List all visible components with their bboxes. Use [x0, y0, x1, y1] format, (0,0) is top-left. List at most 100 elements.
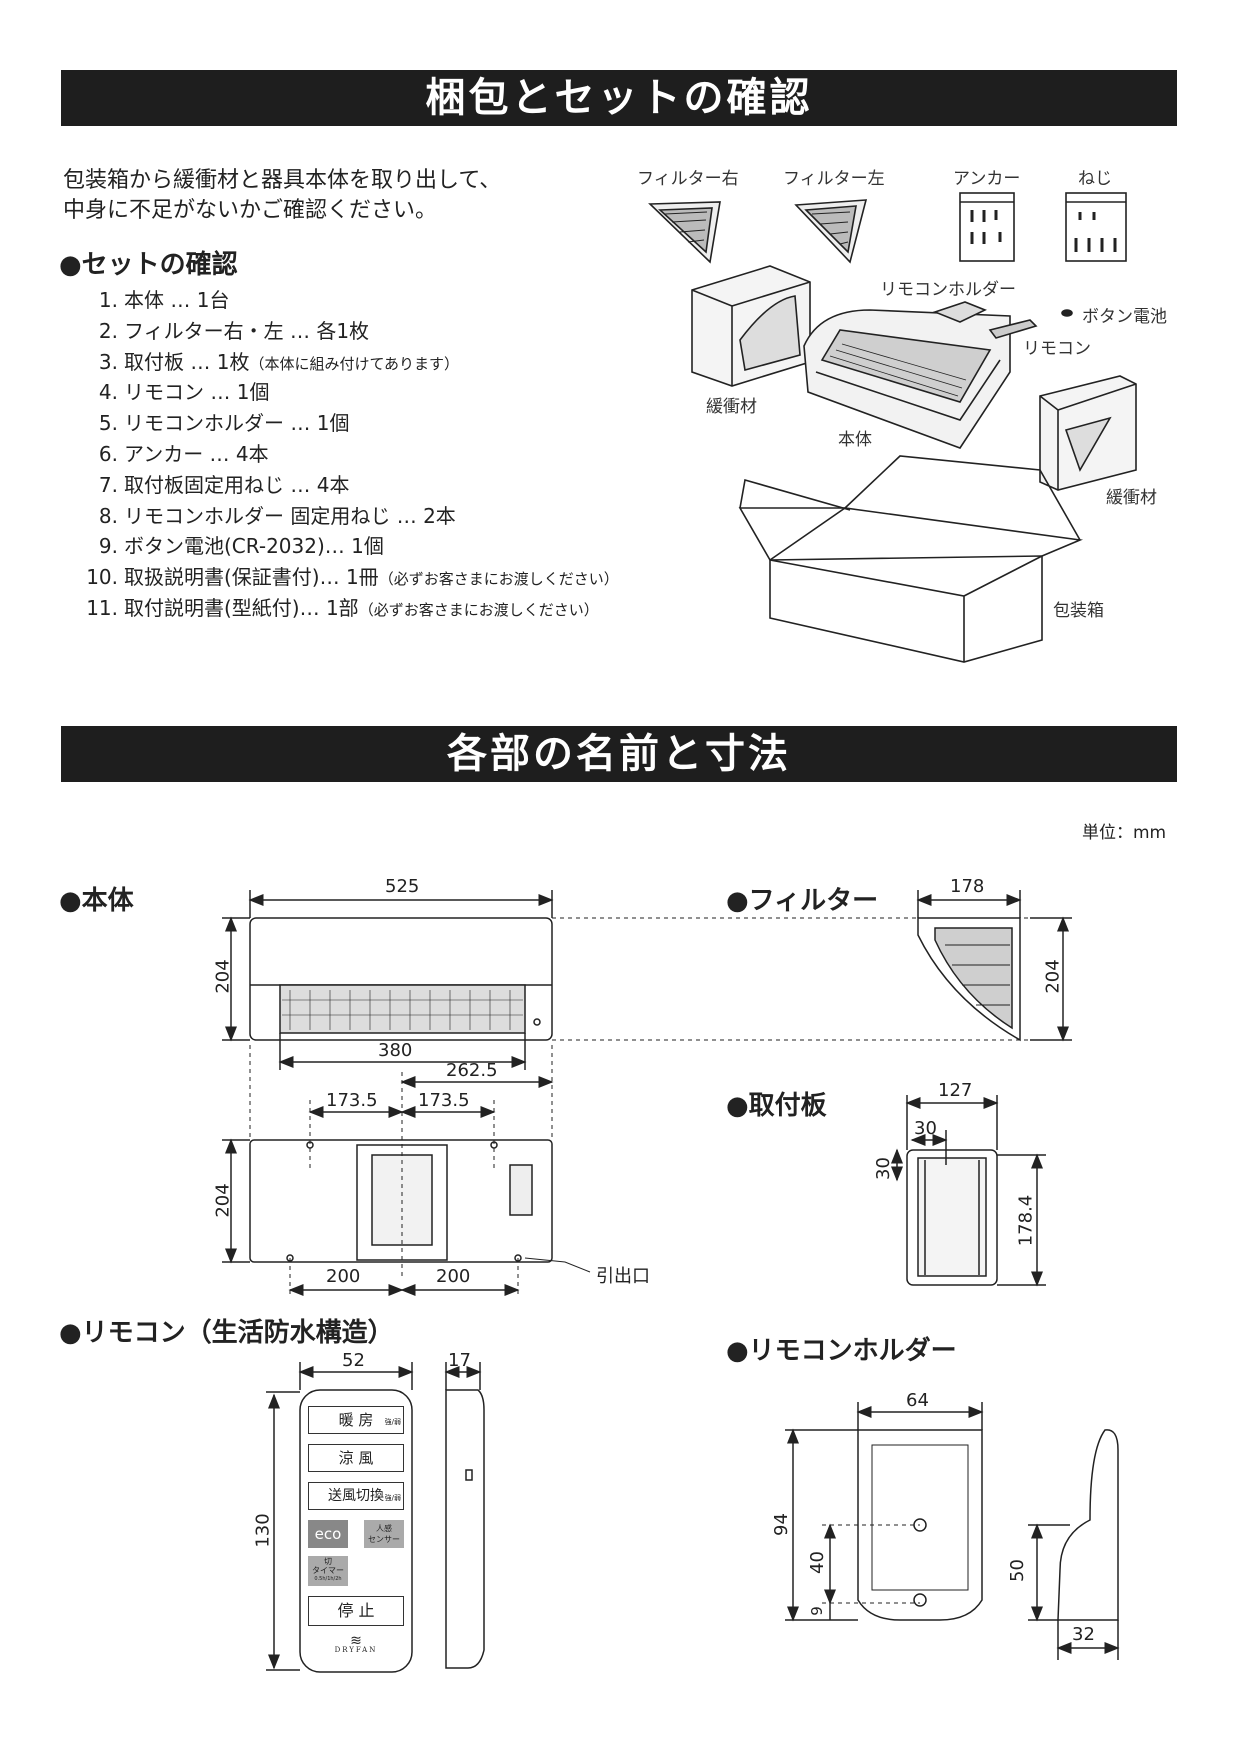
remote-small-drawing [988, 319, 1038, 339]
cushion-right-drawing [1039, 375, 1137, 491]
intro-text: 包装箱から緩衝材と器具本体を取り出して、 中身に不足がないかご確認ください。 [63, 166, 501, 226]
label-battery: ボタン電池 [1082, 307, 1167, 327]
contents-item-text: アンカー … 4本 [124, 441, 269, 466]
dim-173-5-left: 173.5 [326, 1090, 378, 1111]
contents-item-number: 1. [98, 288, 118, 312]
dim-94: 94 [770, 1513, 792, 1536]
plate-drawing [906, 1149, 998, 1286]
contents-item-number: 6. [98, 441, 118, 466]
contents-item: 2.フィルター右・左 … 各1枚 [70, 317, 619, 348]
contents-item-text: リモコンホルダー 固定用ねじ … 2本 [124, 503, 456, 528]
filter-right-drawing [648, 201, 721, 264]
timer-line-3: 0.5h/1h/2h [314, 1576, 342, 1582]
body-heading: ●本体 [59, 886, 134, 916]
fan-button[interactable]: 送風切換 強/弱 [308, 1482, 404, 1510]
label-box: 包装箱 [1053, 601, 1104, 621]
contents-item-note: （必ずお客さまにお渡しください） [378, 570, 619, 589]
timer-button[interactable]: 切 タイマー 0.5h/1h/2h [308, 1556, 348, 1586]
label-filter-right: フィルター右 [637, 169, 739, 189]
heat-button-sub: 強/弱 [384, 1418, 401, 1426]
label-anchor: アンカー [953, 169, 1021, 189]
dim-178: 178 [950, 876, 985, 897]
dim-17: 17 [448, 1350, 471, 1371]
contents-item-text: フィルター右・左 … 各1枚 [124, 318, 370, 343]
contents-item-text: リモコン … 1個 [124, 380, 270, 405]
contents-item-text: 取付板 … 1枚 [124, 349, 250, 374]
body-front-drawing [249, 917, 553, 1041]
intro-line-1: 包装箱から緩衝材と器具本体を取り出して、 [63, 168, 502, 193]
label-filter-left: フィルター左 [783, 169, 885, 189]
dim-40: 40 [806, 1551, 828, 1574]
dim-130: 130 [252, 1513, 274, 1548]
contents-item-number: 8. [98, 503, 118, 528]
cool-button[interactable]: 涼 風 [308, 1444, 404, 1472]
contents-item-note: （本体に組み付けてあります） [249, 354, 460, 373]
brand-logo: DRYFAN [334, 1646, 378, 1654]
plate-heading: ●取付板 [726, 1091, 827, 1121]
holder-heading: ●リモコンホルダー [726, 1336, 957, 1366]
dim-204-filter: 204 [1042, 959, 1064, 994]
unit-label: 単位：mm [1082, 823, 1167, 843]
contents-item: 9.ボタン電池(CR-2032)… 1個 [70, 532, 619, 563]
dim-200-right: 200 [436, 1266, 471, 1287]
contents-item-number: 10. [86, 565, 118, 590]
label-cushion-left: 緩衝材 [706, 397, 757, 417]
contents-item: 8.リモコンホルダー 固定用ねじ … 2本 [70, 502, 619, 533]
sensor-button[interactable]: 人感 センサー [364, 1520, 404, 1548]
dim-525: 525 [385, 876, 420, 897]
filter-heading: ●フィルター [726, 886, 879, 916]
contents-item-text: リモコンホルダー … 1個 [124, 411, 350, 436]
body-rear-drawing [249, 1139, 553, 1263]
contents-item-note: （必ずお客さまにお渡しください） [358, 600, 599, 619]
contents-item: 7.取付板固定用ねじ … 4本 [70, 471, 619, 502]
dim-30-h: 30 [872, 1157, 894, 1180]
dim-30-w: 30 [914, 1118, 937, 1139]
dim-200-left: 200 [326, 1266, 361, 1287]
dim-204-front: 204 [212, 959, 234, 994]
contents-item: 6.アンカー … 4本 [70, 440, 619, 471]
dim-50: 50 [1006, 1559, 1028, 1582]
contents-illustration [648, 192, 1137, 663]
contents-item-number: 2. [98, 318, 118, 343]
dim-52: 52 [342, 1350, 365, 1371]
section-title-contents: 梱包とセットの確認 [61, 70, 1177, 126]
cushion-left-drawing [691, 265, 811, 387]
dim-32: 32 [1072, 1624, 1095, 1645]
eco-button-label: eco [314, 1525, 342, 1543]
remote-keypad: 暖 房 強/弱 涼 風 送風切換 強/弱 eco 人感 センサー 切 タイマー … [308, 1406, 404, 1654]
heat-button[interactable]: 暖 房 強/弱 [308, 1406, 404, 1434]
stop-button[interactable]: 停 止 [308, 1596, 404, 1626]
remote-side-drawing [445, 1389, 485, 1669]
dim-9: 9 [807, 1606, 826, 1616]
sensor-line-1: 人感 [376, 1524, 392, 1533]
section-title-parts: 各部の名前と寸法 [61, 726, 1177, 782]
remote-holder-small-drawing [932, 301, 987, 323]
eco-button[interactable]: eco [308, 1520, 348, 1548]
contents-item-text: 取扱説明書(保証書付)… 1冊 [124, 565, 379, 590]
contents-item: 11.取付説明書(型紙付)… 1部（必ずお客さまにお渡しください） [70, 594, 619, 625]
contents-item-text: 取付板固定用ねじ … 4本 [124, 472, 350, 497]
contents-item-text: ボタン電池(CR-2032)… 1個 [124, 534, 384, 559]
outlet-label: 引出口 [596, 1266, 650, 1287]
sensor-line-2: センサー [368, 1535, 400, 1544]
timer-line-1: 切 [324, 1557, 332, 1566]
contents-item: 1.本体 … 1台 [70, 286, 619, 317]
battery-drawing [1061, 309, 1073, 317]
contents-item-number: 7. [98, 472, 118, 497]
contents-item-number: 9. [98, 534, 118, 559]
anchor-bag-drawing [959, 192, 1015, 262]
box-drawing [738, 455, 1084, 663]
label-screw: ねじ [1078, 169, 1112, 189]
contents-item: 3.取付板 … 1枚（本体に組み付けてあります） [70, 348, 619, 379]
holder-side-drawing [1057, 1429, 1119, 1621]
dim-204-rear: 204 [212, 1183, 234, 1218]
label-remote: リモコン [1023, 339, 1091, 359]
fan-button-label: 送風切換 [328, 1488, 384, 1504]
dim-262-5: 262.5 [446, 1060, 498, 1081]
stop-button-label: 停 止 [337, 1601, 375, 1620]
label-remote-holder: リモコンホルダー [880, 280, 1016, 300]
dim-64: 64 [906, 1390, 929, 1411]
filter-drawing [917, 917, 1021, 1042]
